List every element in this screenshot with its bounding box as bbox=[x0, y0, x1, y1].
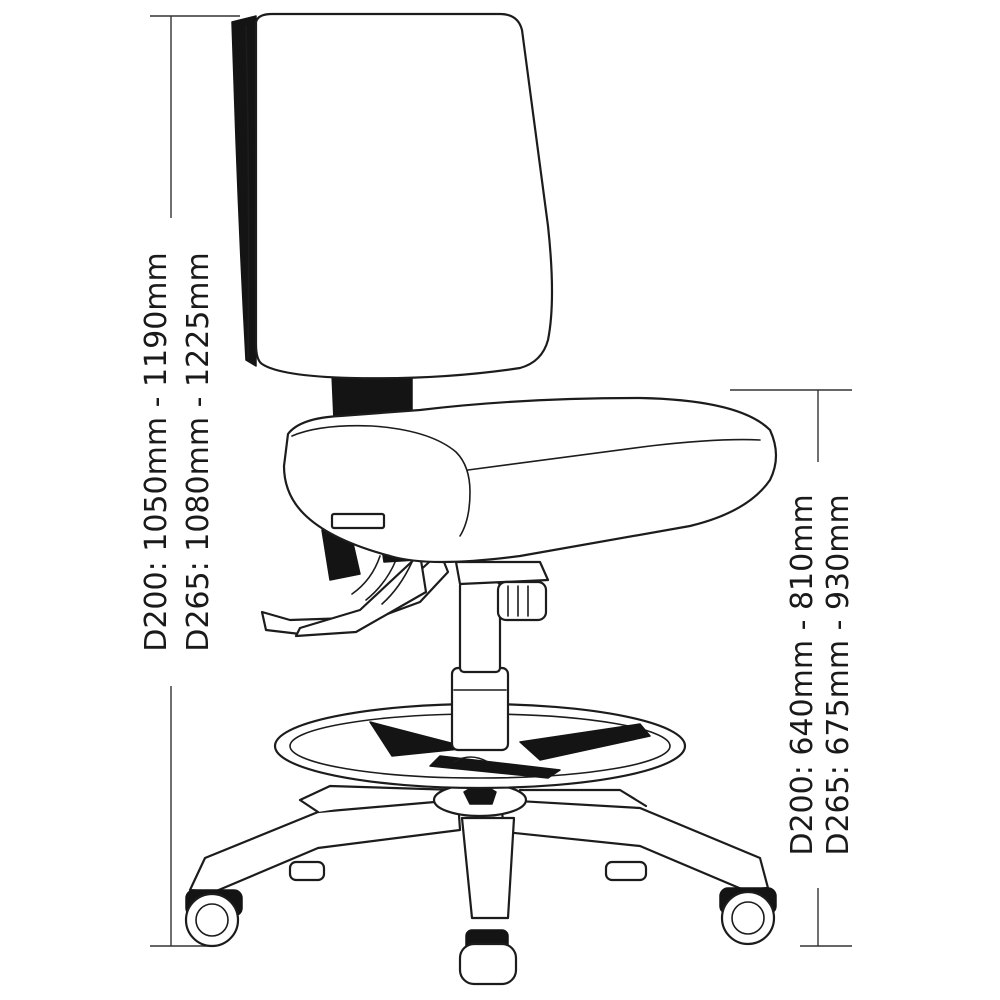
seat-height-label-d265: D265: 675mm - 930mm bbox=[821, 494, 856, 855]
base-leg-rear-left bbox=[298, 784, 460, 814]
backrest bbox=[231, 12, 554, 380]
overall-height-dimension: D200: 1050mm - 1190mm D265: 1080mm - 122… bbox=[139, 15, 240, 947]
seat-seam bbox=[467, 438, 761, 471]
foot-ring-clamp bbox=[453, 756, 489, 763]
seat-cushion bbox=[282, 396, 778, 564]
mechanism-plate bbox=[454, 560, 550, 586]
seat-release-button bbox=[330, 512, 386, 530]
seat-front-edge bbox=[291, 424, 471, 537]
seat-outline bbox=[282, 396, 778, 564]
castors bbox=[184, 860, 777, 986]
seat-height-dimension: D200: 640mm - 810mm D265: 675mm - 930mm bbox=[730, 389, 856, 947]
foot-ring-spoke-front bbox=[429, 755, 561, 779]
tilt-lever bbox=[294, 552, 428, 638]
base-leg-front-left bbox=[188, 798, 462, 894]
base-leg-rear-right bbox=[518, 788, 648, 808]
castor-rear-right bbox=[604, 860, 648, 882]
backrest-front-panel bbox=[254, 12, 554, 380]
backrest-side-edge bbox=[231, 15, 257, 367]
backrest-back-shell bbox=[245, 25, 250, 359]
lever-cable-coils bbox=[351, 555, 413, 605]
mechanism-tension-knob bbox=[496, 580, 548, 622]
castor-rear-left bbox=[288, 860, 326, 882]
overall-height-label-d200: D200: 1050mm - 1190mm bbox=[139, 252, 174, 652]
five-star-base bbox=[188, 782, 770, 920]
gas-lift-upper-column bbox=[458, 580, 502, 674]
foot-ring-spoke-right bbox=[519, 723, 651, 761]
gas-lift bbox=[450, 580, 510, 752]
gas-lift-lower-column bbox=[450, 666, 510, 752]
castor-front-center bbox=[458, 929, 518, 986]
chair bbox=[184, 12, 778, 986]
base-leg-front-center bbox=[460, 816, 516, 920]
seat-height-label-d200: D200: 640mm - 810mm bbox=[785, 494, 820, 855]
castor-front-left bbox=[184, 889, 243, 948]
foot-ring-spoke-left bbox=[369, 721, 471, 757]
overall-height-label-d265: D265: 1080mm - 1225mm bbox=[181, 252, 216, 652]
castor-front-right bbox=[719, 887, 777, 946]
